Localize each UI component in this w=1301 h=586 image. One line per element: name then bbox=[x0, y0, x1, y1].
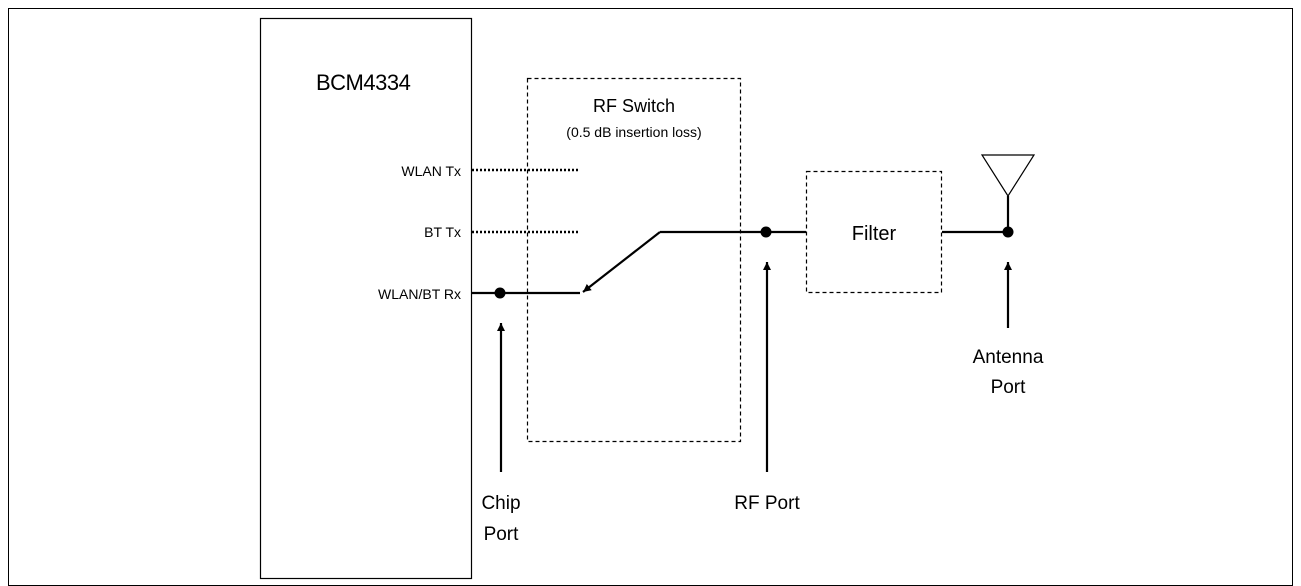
switch-arm bbox=[582, 231, 661, 293]
rf-port-node bbox=[760, 226, 772, 238]
pin-label-bt-tx: BT Tx bbox=[424, 224, 461, 240]
chip-port-label-line1: Chip bbox=[481, 493, 520, 514]
rf-switch-block bbox=[526, 77, 742, 443]
antenna-port-label-line1: Antenna bbox=[973, 347, 1044, 368]
pin-label-wlan-tx: WLAN Tx bbox=[401, 163, 461, 179]
rf-switch-title: RF Switch bbox=[593, 96, 675, 116]
pin-label-wlan-bt-rx: WLAN/BT Rx bbox=[378, 286, 461, 302]
antenna-port-label-line2: Port bbox=[991, 377, 1027, 398]
chip-port-node bbox=[494, 287, 506, 299]
chip-port-label-line2: Port bbox=[484, 524, 520, 545]
rf-port-label: RF Port bbox=[734, 493, 800, 514]
chip-block bbox=[259, 17, 473, 580]
filter-label: Filter bbox=[852, 223, 897, 245]
antenna-icon bbox=[980, 154, 1036, 198]
filter-block bbox=[805, 170, 943, 294]
rf-switch-subtitle: (0.5 dB insertion loss) bbox=[566, 124, 701, 140]
chip-name: BCM4334 bbox=[316, 70, 411, 95]
